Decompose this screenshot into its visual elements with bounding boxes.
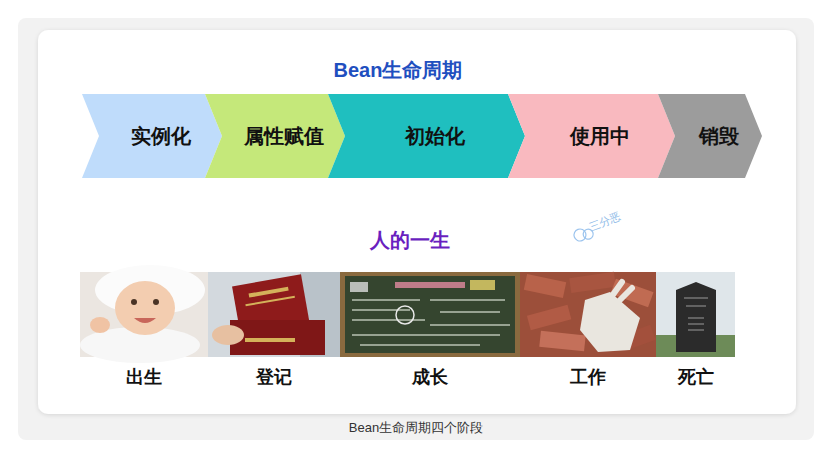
stage-chevron: 使用中 bbox=[508, 94, 675, 178]
photo-caption: 成长 bbox=[412, 365, 448, 389]
chevron-fill bbox=[82, 94, 222, 178]
card bbox=[38, 30, 796, 414]
section-heading: 人的一生 bbox=[370, 227, 450, 254]
chevron-fill bbox=[328, 94, 525, 178]
stage-label: 销毁 bbox=[658, 94, 762, 178]
diagram-title: Bean生命周期 bbox=[334, 57, 463, 84]
photo-caption: 死亡 bbox=[678, 365, 714, 389]
stage-label: 初始化 bbox=[328, 94, 525, 178]
chevron-fill bbox=[658, 94, 762, 178]
outer-panel bbox=[18, 18, 814, 440]
photo-bricks bbox=[520, 272, 656, 357]
chevron-fill bbox=[205, 94, 345, 178]
photo-caption: 登记 bbox=[256, 365, 292, 389]
photo-register bbox=[208, 272, 340, 357]
photo-monument bbox=[656, 272, 735, 357]
stage-label: 使用中 bbox=[508, 94, 675, 178]
photo-caption: 出生 bbox=[126, 365, 162, 389]
stage-chevron: 实例化 bbox=[82, 94, 222, 178]
chevron-fill bbox=[508, 94, 675, 178]
photo-caption: 工作 bbox=[570, 365, 606, 389]
stage-label: 实例化 bbox=[82, 94, 222, 178]
photo-baby bbox=[80, 265, 208, 363]
stage-label: 属性赋值 bbox=[205, 94, 345, 178]
figure-caption: Bean生命周期四个阶段 bbox=[349, 419, 483, 437]
photo-chalkboard bbox=[340, 272, 520, 357]
watermark: 三分恶 bbox=[587, 209, 623, 234]
stage-chevron: 初始化 bbox=[328, 94, 525, 178]
stage-chevron: 属性赋值 bbox=[205, 94, 345, 178]
stage-chevron: 销毁 bbox=[658, 94, 762, 178]
